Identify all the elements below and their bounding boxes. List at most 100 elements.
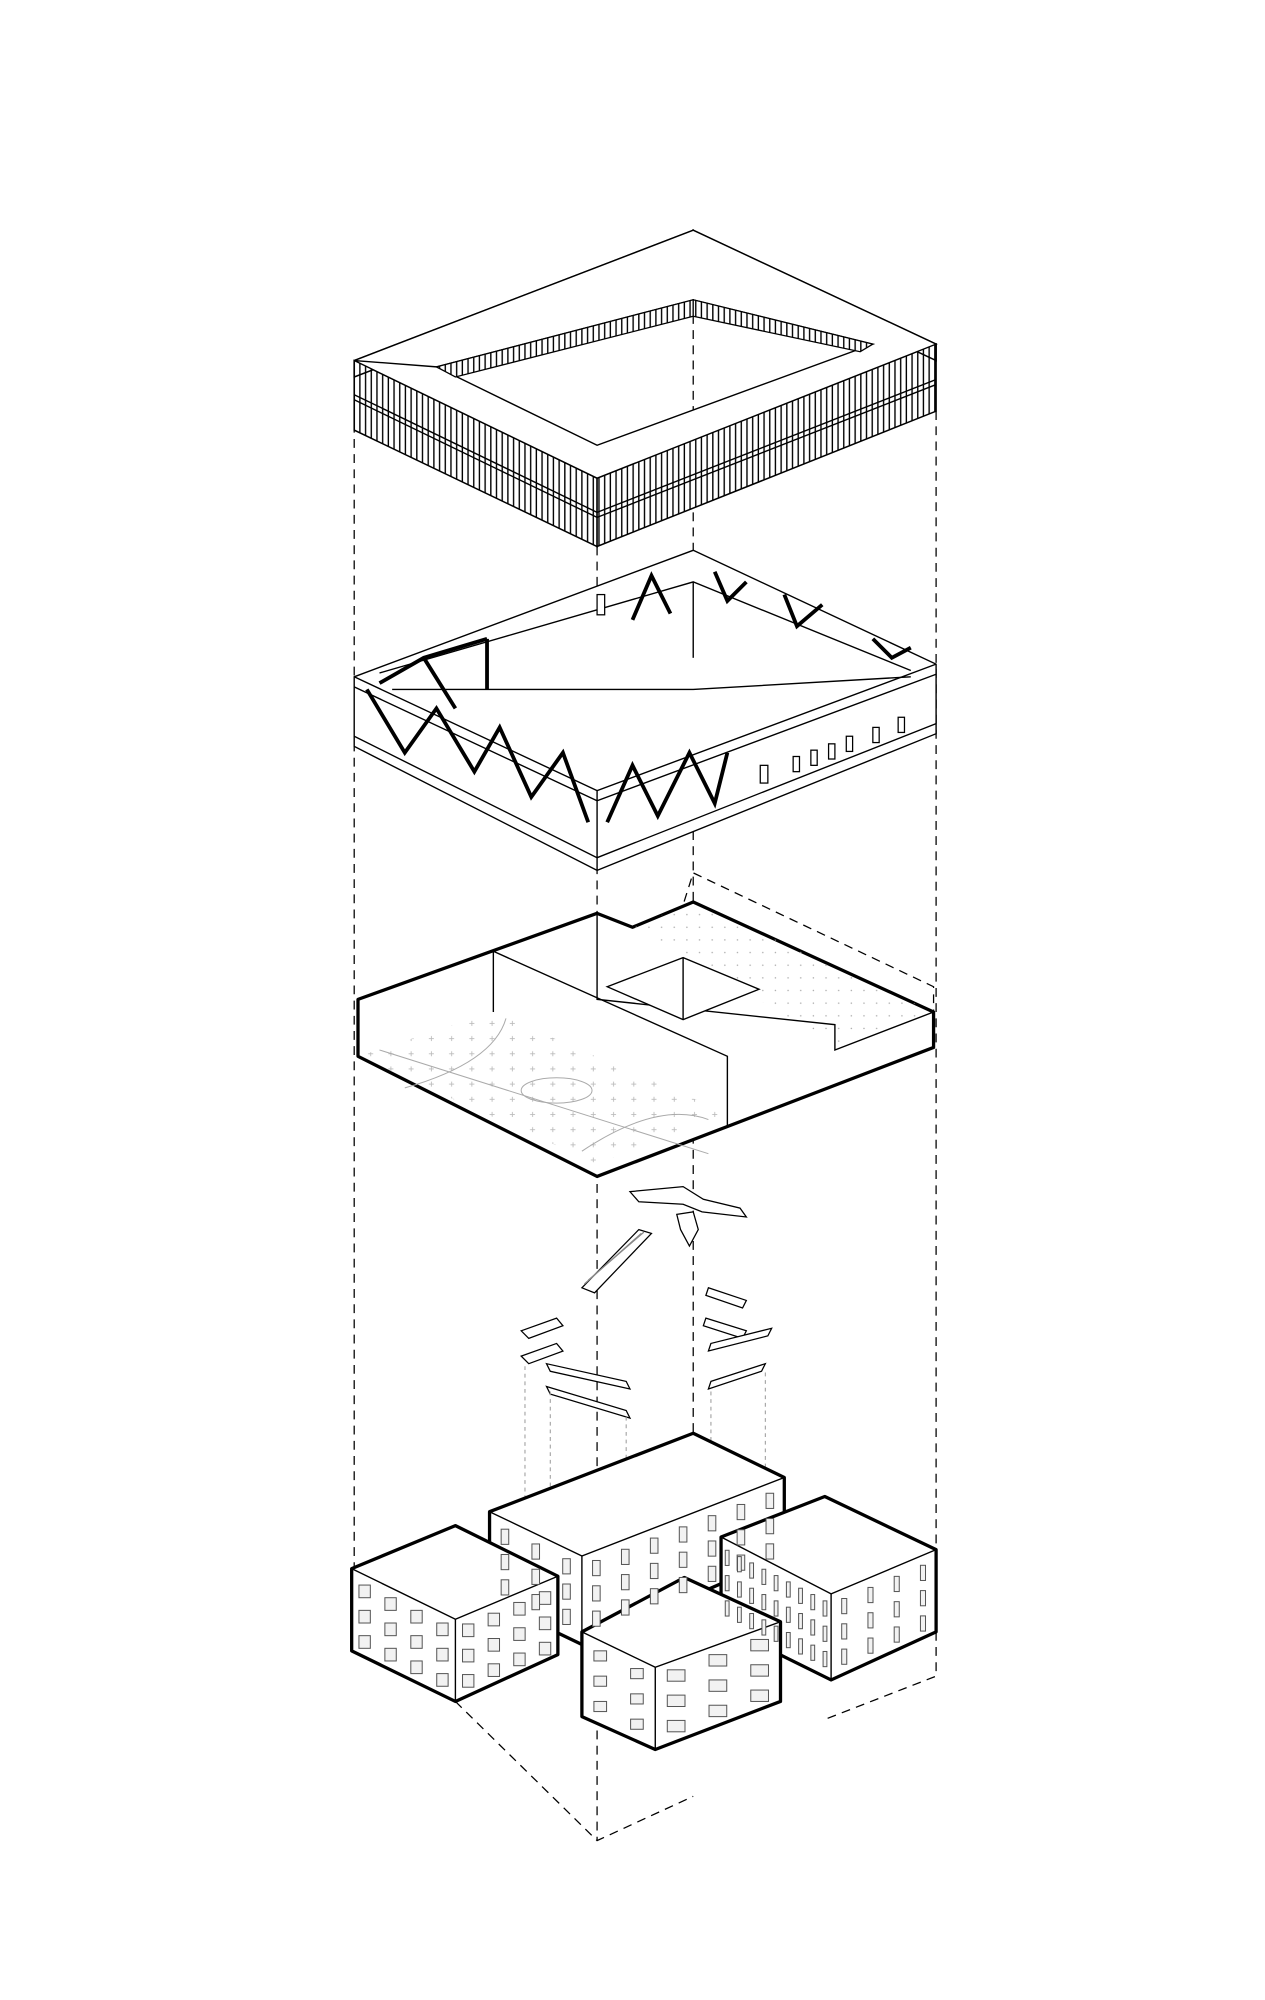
window xyxy=(562,1608,571,1625)
window xyxy=(500,1579,510,1596)
window xyxy=(538,1591,552,1605)
window xyxy=(513,1601,526,1616)
window xyxy=(384,1647,397,1662)
building-windows xyxy=(358,1492,927,1733)
window xyxy=(761,1594,767,1611)
window xyxy=(841,1623,848,1640)
window xyxy=(538,1616,552,1631)
window xyxy=(487,1612,501,1627)
window xyxy=(436,1622,449,1637)
window xyxy=(678,1551,688,1568)
window xyxy=(750,1638,769,1652)
window xyxy=(919,1590,927,1607)
window xyxy=(649,1588,659,1605)
window xyxy=(462,1648,475,1663)
window xyxy=(678,1576,688,1594)
window xyxy=(630,1668,644,1680)
window xyxy=(538,1641,552,1656)
window xyxy=(384,1622,397,1637)
window xyxy=(462,1623,475,1638)
window xyxy=(707,1540,717,1557)
window xyxy=(822,1650,828,1668)
window xyxy=(649,1562,659,1580)
window xyxy=(785,1606,791,1623)
window xyxy=(410,1660,423,1675)
window xyxy=(773,1575,779,1592)
window xyxy=(487,1638,501,1652)
window xyxy=(893,1626,900,1643)
window xyxy=(707,1565,717,1582)
window xyxy=(487,1663,501,1677)
window xyxy=(593,1700,608,1713)
window xyxy=(919,1564,927,1581)
window xyxy=(436,1647,449,1662)
window xyxy=(562,1558,571,1575)
window xyxy=(765,1543,775,1560)
window xyxy=(531,1543,541,1560)
window xyxy=(867,1586,874,1604)
window xyxy=(500,1528,510,1545)
window xyxy=(592,1585,601,1602)
window xyxy=(810,1619,816,1636)
roof-truss-layer xyxy=(353,549,937,872)
window xyxy=(785,1631,791,1649)
window xyxy=(749,1613,755,1630)
window xyxy=(562,1583,571,1600)
window xyxy=(513,1627,526,1641)
window xyxy=(462,1674,475,1688)
window xyxy=(765,1518,775,1535)
window xyxy=(773,1625,779,1642)
court-markings xyxy=(379,1018,709,1155)
window xyxy=(798,1638,803,1655)
window xyxy=(531,1568,541,1585)
truss-diagonals xyxy=(365,571,912,824)
window xyxy=(736,1606,742,1623)
window xyxy=(761,1568,767,1585)
window xyxy=(384,1597,397,1611)
window xyxy=(531,1594,541,1611)
window xyxy=(810,1594,816,1611)
window xyxy=(724,1575,730,1592)
window xyxy=(798,1613,803,1630)
window xyxy=(867,1637,874,1654)
window xyxy=(708,1704,728,1718)
window xyxy=(410,1635,423,1649)
window xyxy=(736,1581,742,1598)
window xyxy=(761,1619,767,1636)
window xyxy=(592,1559,601,1577)
window xyxy=(750,1689,769,1702)
window xyxy=(749,1587,755,1604)
window xyxy=(593,1675,608,1687)
window xyxy=(410,1609,423,1624)
window xyxy=(358,1584,371,1599)
existing-buildings-layer xyxy=(350,1431,938,1752)
window xyxy=(666,1669,686,1682)
window xyxy=(765,1492,775,1509)
window xyxy=(750,1664,769,1677)
window xyxy=(867,1612,874,1629)
facade-screen-layer xyxy=(353,229,938,548)
window xyxy=(810,1644,816,1661)
window xyxy=(436,1673,449,1687)
window xyxy=(513,1652,526,1667)
window xyxy=(620,1599,630,1616)
window xyxy=(678,1526,688,1543)
truss-windows xyxy=(596,593,906,784)
window xyxy=(841,1648,848,1665)
window xyxy=(592,1610,601,1627)
window xyxy=(358,1609,371,1624)
window xyxy=(630,1718,644,1730)
window xyxy=(893,1575,900,1593)
stairs-walkways-layer xyxy=(520,1185,773,1420)
window xyxy=(822,1600,828,1617)
window xyxy=(773,1600,779,1617)
window xyxy=(724,1549,730,1566)
window xyxy=(358,1635,371,1649)
window xyxy=(620,1548,630,1565)
window xyxy=(749,1562,755,1579)
sports-hall-layer xyxy=(356,900,936,1179)
window xyxy=(593,1650,608,1662)
window xyxy=(620,1574,630,1591)
window xyxy=(500,1553,510,1571)
